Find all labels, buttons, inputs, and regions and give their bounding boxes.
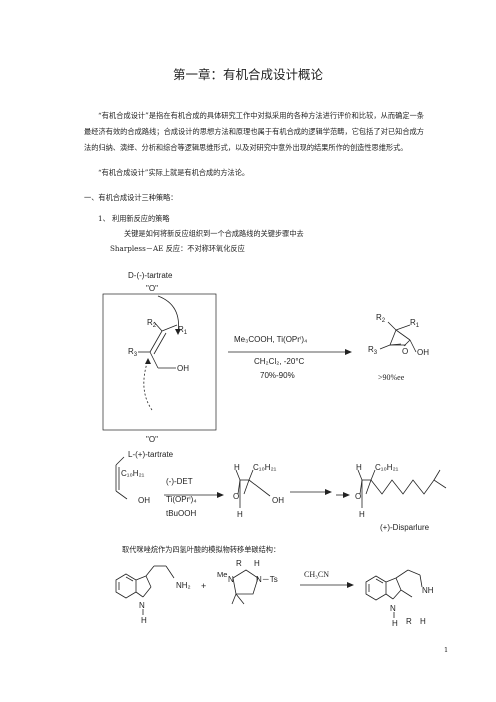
yield-label: 70%-90%: [260, 371, 295, 380]
reagent-line-1: Me₃COOH, Ti(OPrⁱ)₄: [234, 335, 307, 344]
product-name: (+)-Disparlure: [380, 523, 430, 532]
product-oxygen: O: [355, 492, 361, 501]
allylic-chain: C₁₀H₂₁: [121, 469, 145, 478]
prod-hydroxyl: OH: [417, 348, 429, 357]
r3-label: R3: [128, 347, 138, 358]
strategy-item: 1、 利用新反应的策略: [98, 214, 170, 223]
amine-label: NH₂: [176, 581, 191, 590]
prod-r1-label: R1: [410, 318, 420, 329]
disparlure-scheme: C₁₀H₂₁ OH (-)-DET Ti(OPrⁱ)₄ tBuOOH H C₁₀…: [115, 456, 447, 532]
bottom-attack-arrow: [143, 359, 153, 411]
epoxy-h-top: H: [234, 463, 240, 472]
intro-paragraph-2: “有机合成设计”实际上就是有机合成的方法论。: [84, 165, 424, 181]
methyl-label: Me: [217, 570, 227, 579]
epoxy-oxygen: O: [233, 492, 239, 501]
alkene-bond: [149, 330, 163, 353]
bottom-ligand-label: L-(+)-tartrate: [128, 450, 174, 459]
intro-text: “有机合成设计”是指在有机合成的具体研究工作中对拟采用的各种方法进行评价和比较，…: [84, 111, 424, 152]
epoxy-chain: C₁₀H₂₁: [253, 463, 277, 472]
ee-label: >90%ee: [378, 373, 405, 382]
allylic-oh: OH: [138, 496, 150, 505]
section-heading: 一、有机合成设计三种策略：: [84, 193, 178, 202]
epoxide-oxygen: O: [402, 347, 408, 356]
carboline-r: R: [406, 617, 412, 626]
top-ligand-label: D-(-)-tartrate: [128, 271, 173, 280]
reagent-line-2: CH₂Cl₂, -20°C: [254, 357, 305, 366]
top-oxidant-label: "O": [146, 284, 158, 293]
scheme-caption: 取代咪唑烷作为四氢叶酸的模拟物转移单碳结构：: [122, 545, 281, 554]
top-attack-arrow: [157, 295, 179, 334]
carboline-h: H: [392, 619, 398, 628]
imidazolidine-scheme: NH₂ N H + Me N R H N－Ts CH₃CN NH N H R: [115, 559, 434, 628]
product-h-top: H: [356, 463, 362, 472]
sharpless-scheme: D-(-)-tartrate "O" R2 R1 R3 OH "O" L-(+)…: [102, 271, 429, 459]
imid-h: H: [254, 559, 260, 568]
carboline-h2: H: [420, 617, 426, 626]
r1-label: R1: [178, 325, 188, 336]
tosyl-label: N－Ts: [256, 575, 278, 584]
tbuooh-reagent: tBuOOH: [166, 509, 196, 518]
r2-label: R2: [147, 318, 157, 329]
sharpless-heading: Sharpless－AE 反应：不对称环氧化反应: [110, 244, 245, 253]
substrate-box: [102, 293, 217, 431]
epoxide-bond: [389, 329, 397, 346]
prod-r3-label: R3: [368, 345, 378, 356]
strategy-description: 关键是如何将新反应组织到一个合成路线的关键步骤中去: [124, 229, 304, 238]
imid-r: R: [236, 559, 242, 568]
epoxy-h-bottom: H: [237, 510, 243, 519]
plus-sign: +: [201, 581, 206, 591]
det-reagent: (-)-DET: [166, 477, 193, 486]
indole-n: N: [139, 601, 145, 610]
carboline-nh: NH: [422, 586, 434, 595]
solvent-label: CH₃CN: [304, 570, 329, 579]
carboline-n: N: [390, 604, 396, 613]
indole-h: H: [141, 616, 147, 625]
imid-n1: N: [228, 575, 234, 584]
page-title: 第一章：有机合成设计概论: [172, 67, 323, 82]
epoxy-oh: OH: [272, 496, 284, 505]
hydroxyl-label: OH: [177, 364, 189, 373]
page-number: 1: [444, 646, 449, 654]
ti-reagent: Ti(OPrⁱ)₄: [166, 495, 197, 504]
prod-r2-label: R2: [376, 313, 386, 324]
intro-paragraph: “有机合成设计”是指在有机合成的具体研究工作中对拟采用的各种方法进行评价和比较，…: [84, 108, 424, 156]
product-h-bottom: H: [359, 510, 365, 519]
intro2-text: “有机合成设计”实际上就是有机合成的方法论。: [98, 168, 250, 177]
bottom-oxidant-label: "O": [146, 435, 158, 444]
product-chain: C₁₀H₂₁: [375, 463, 399, 472]
